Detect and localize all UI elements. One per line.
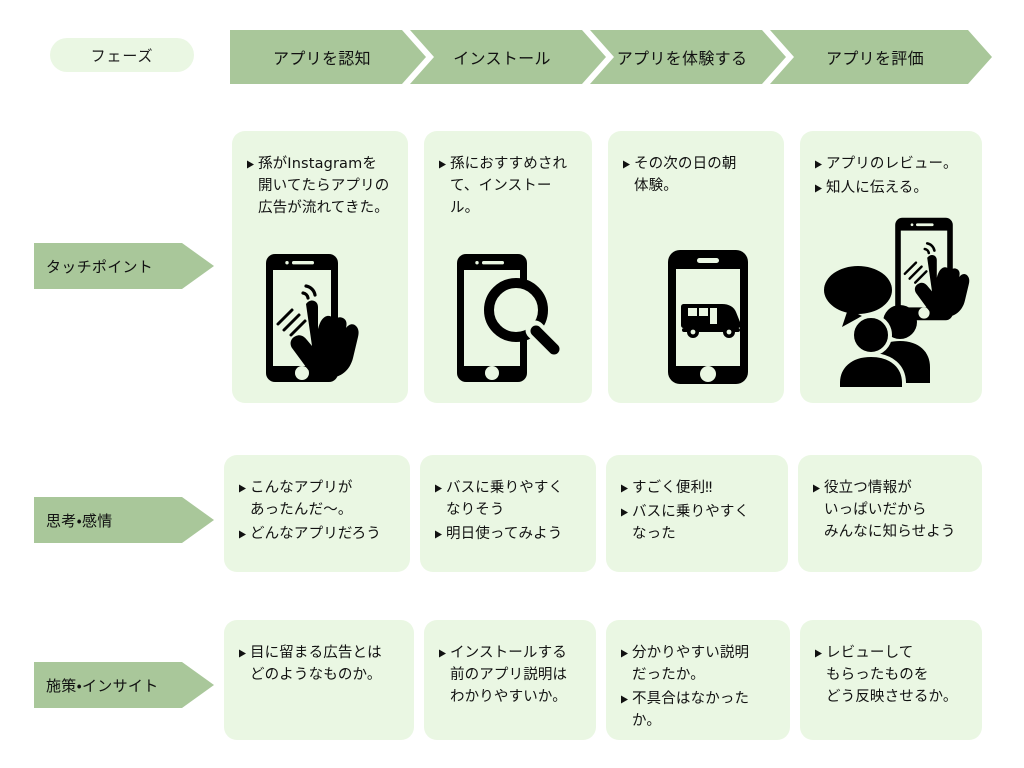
bullet-item: こんなアプリが あったんだ〜。 [238, 477, 396, 521]
bullet-marker-icon [620, 695, 629, 704]
phone-search-icon [455, 248, 565, 388]
bullet-marker-icon [622, 160, 631, 169]
row-label-thoughts: 思考・感情 [34, 497, 214, 543]
bullet-text: 孫におすすめされ て、インストール。 [450, 156, 568, 217]
bullet-text: インストールする 前のアプリ説明は わかりやすいか。 [450, 645, 568, 706]
measures-card-2[interactable]: インストールする 前のアプリ説明は わかりやすいか。 [424, 620, 596, 740]
bullet-text: その次の日の朝 体験。 [634, 156, 737, 195]
touchpoint-card-1-bullets: 孫がInstagramを 開いてたらアプリの 広告が流れてきた。 [232, 131, 408, 219]
thoughts-card-2-bullets: バスに乗りやすく なりそう 明日使ってみよう [420, 455, 596, 545]
bullet-marker-icon [620, 508, 629, 517]
phase-chevron-1-label: アプリを認知 [273, 49, 371, 68]
phase-chevron-4-label: アプリを評価 [826, 49, 924, 68]
bullet-text: どんなアプリだろう [250, 526, 381, 543]
bullet-text: バスに乗りやすく なった [632, 504, 750, 543]
thoughts-card-2[interactable]: バスに乗りやすく なりそう 明日使ってみよう [420, 455, 596, 572]
bullet-item: バスに乗りやすく なりそう [434, 477, 582, 521]
bullet-item: レビューして もらったものを どう反映させるか。 [814, 642, 968, 708]
bullet-item: インストールする 前のアプリ説明は わかりやすいか。 [438, 642, 582, 708]
bullet-item: 不具合はなかったか。 [620, 688, 776, 732]
bullet-text: 明日使ってみよう [446, 526, 563, 543]
bullet-text: こんなアプリが あったんだ〜。 [250, 480, 353, 519]
bullet-text: すごく便利‼ [632, 480, 713, 496]
measures-card-3-bullets: 分かりやすい説明 だったか。 不具合はなかったか。 [606, 620, 790, 732]
bullet-text: 不具合はなかったか。 [632, 691, 750, 730]
bullet-text: 知人に伝える。 [826, 180, 929, 197]
touchpoint-card-3-bullets: その次の日の朝 体験。 [608, 131, 784, 197]
phase-chevron-strip: アプリを認知 インストール アプリを体験する アプリを評価 [230, 30, 992, 84]
bullet-item: バスに乗りやすく なった [620, 501, 774, 545]
phase-chevron-4[interactable]: アプリを評価 [770, 30, 992, 84]
bullet-item: どんなアプリだろう [238, 523, 396, 545]
thoughts-card-3-bullets: すごく便利‼ バスに乗りやすく なった [606, 455, 788, 545]
bullet-marker-icon [238, 649, 247, 658]
bullet-marker-icon [438, 160, 447, 169]
bullet-item: すごく便利‼ [620, 477, 774, 499]
bullet-text: アプリのレビュー。 [826, 156, 958, 172]
bullet-marker-icon [438, 649, 447, 658]
bullet-text: レビューして もらったものを どう反映させるか。 [826, 645, 958, 706]
measures-card-4[interactable]: レビューして もらったものを どう反映させるか。 [800, 620, 982, 740]
phase-chevron-3-label: アプリを体験する [616, 49, 748, 68]
bullet-item: 孫がInstagramを 開いてたらアプリの 広告が流れてきた。 [246, 153, 394, 219]
measures-card-1-bullets: 目に留まる広告とは どのようなものか。 [224, 620, 414, 686]
row-label-thoughts-text: 思考・感情 [46, 511, 113, 530]
bullet-marker-icon [238, 530, 247, 539]
phone-bus-icon [664, 246, 752, 388]
bullet-text: バスに乗りやすく なりそう [446, 480, 564, 519]
bullet-marker-icon [246, 160, 255, 169]
bullet-item: 知人に伝える。 [814, 177, 968, 199]
bullet-text: 目に留まる広告とは どのようなものか。 [250, 645, 382, 684]
bullet-text: 役立つ情報が いっぱいだから みんなに知らせよう [824, 480, 956, 541]
touchpoint-card-2-bullets: 孫におすすめされ て、インストール。 [424, 131, 592, 219]
phase-chevron-2-label: インストール [453, 49, 551, 68]
thoughts-card-4-bullets: 役立つ情報が いっぱいだから みんなに知らせよう [798, 455, 982, 543]
measures-card-1[interactable]: 目に留まる広告とは どのようなものか。 [224, 620, 414, 740]
bullet-item: 役立つ情報が いっぱいだから みんなに知らせよう [812, 477, 968, 543]
measures-card-3[interactable]: 分かりやすい説明 だったか。 不具合はなかったか。 [606, 620, 790, 740]
bullet-item: 明日使ってみよう [434, 523, 582, 545]
thoughts-card-3[interactable]: すごく便利‼ バスに乗りやすく なった [606, 455, 788, 572]
bullet-text: 分かりやすい説明 だったか。 [632, 645, 750, 684]
thoughts-card-1-bullets: こんなアプリが あったんだ〜。 どんなアプリだろう [224, 455, 410, 545]
touchpoint-card-4-bullets: アプリのレビュー。 知人に伝える。 [800, 131, 982, 199]
row-label-touchpoint-text: タッチポイント [46, 257, 154, 276]
measures-card-2-bullets: インストールする 前のアプリ説明は わかりやすいか。 [424, 620, 596, 708]
bullet-text: 孫がInstagramを 開いてたらアプリの 広告が流れてきた。 [258, 156, 390, 217]
bullet-item: 分かりやすい説明 だったか。 [620, 642, 776, 686]
row-label-measures-text: 施策・インサイト [46, 676, 159, 695]
thoughts-card-1[interactable]: こんなアプリが あったんだ〜。 どんなアプリだろう [224, 455, 410, 572]
bullet-item: 目に留まる広告とは どのようなものか。 [238, 642, 400, 686]
phase-chevron-1[interactable]: アプリを認知 [230, 30, 426, 84]
bullet-marker-icon [814, 649, 823, 658]
phase-row-label: フェーズ [50, 38, 194, 72]
bullet-item: その次の日の朝 体験。 [622, 153, 770, 197]
row-label-measures: 施策・インサイト [34, 662, 214, 708]
bullet-item: 孫におすすめされ て、インストール。 [438, 153, 578, 219]
bullet-marker-icon [814, 160, 823, 169]
phone-tap-icon [262, 248, 377, 388]
thoughts-card-4[interactable]: 役立つ情報が いっぱいだから みんなに知らせよう [798, 455, 982, 572]
bullet-marker-icon [620, 484, 629, 493]
measures-card-4-bullets: レビューして もらったものを どう反映させるか。 [800, 620, 982, 708]
bullet-marker-icon [812, 484, 821, 493]
bullet-marker-icon [434, 484, 443, 493]
bullet-marker-icon [620, 649, 629, 658]
bullet-marker-icon [434, 530, 443, 539]
phase-chevron-2[interactable]: インストール [410, 30, 606, 84]
bullet-marker-icon [238, 484, 247, 493]
phase-chevron-3[interactable]: アプリを体験する [590, 30, 786, 84]
row-label-touchpoint: タッチポイント [34, 243, 214, 289]
bullet-item: アプリのレビュー。 [814, 153, 968, 175]
bullet-marker-icon [814, 184, 823, 193]
phase-row-label-text: フェーズ [90, 46, 154, 65]
people-talking-phone-icon [818, 205, 990, 387]
